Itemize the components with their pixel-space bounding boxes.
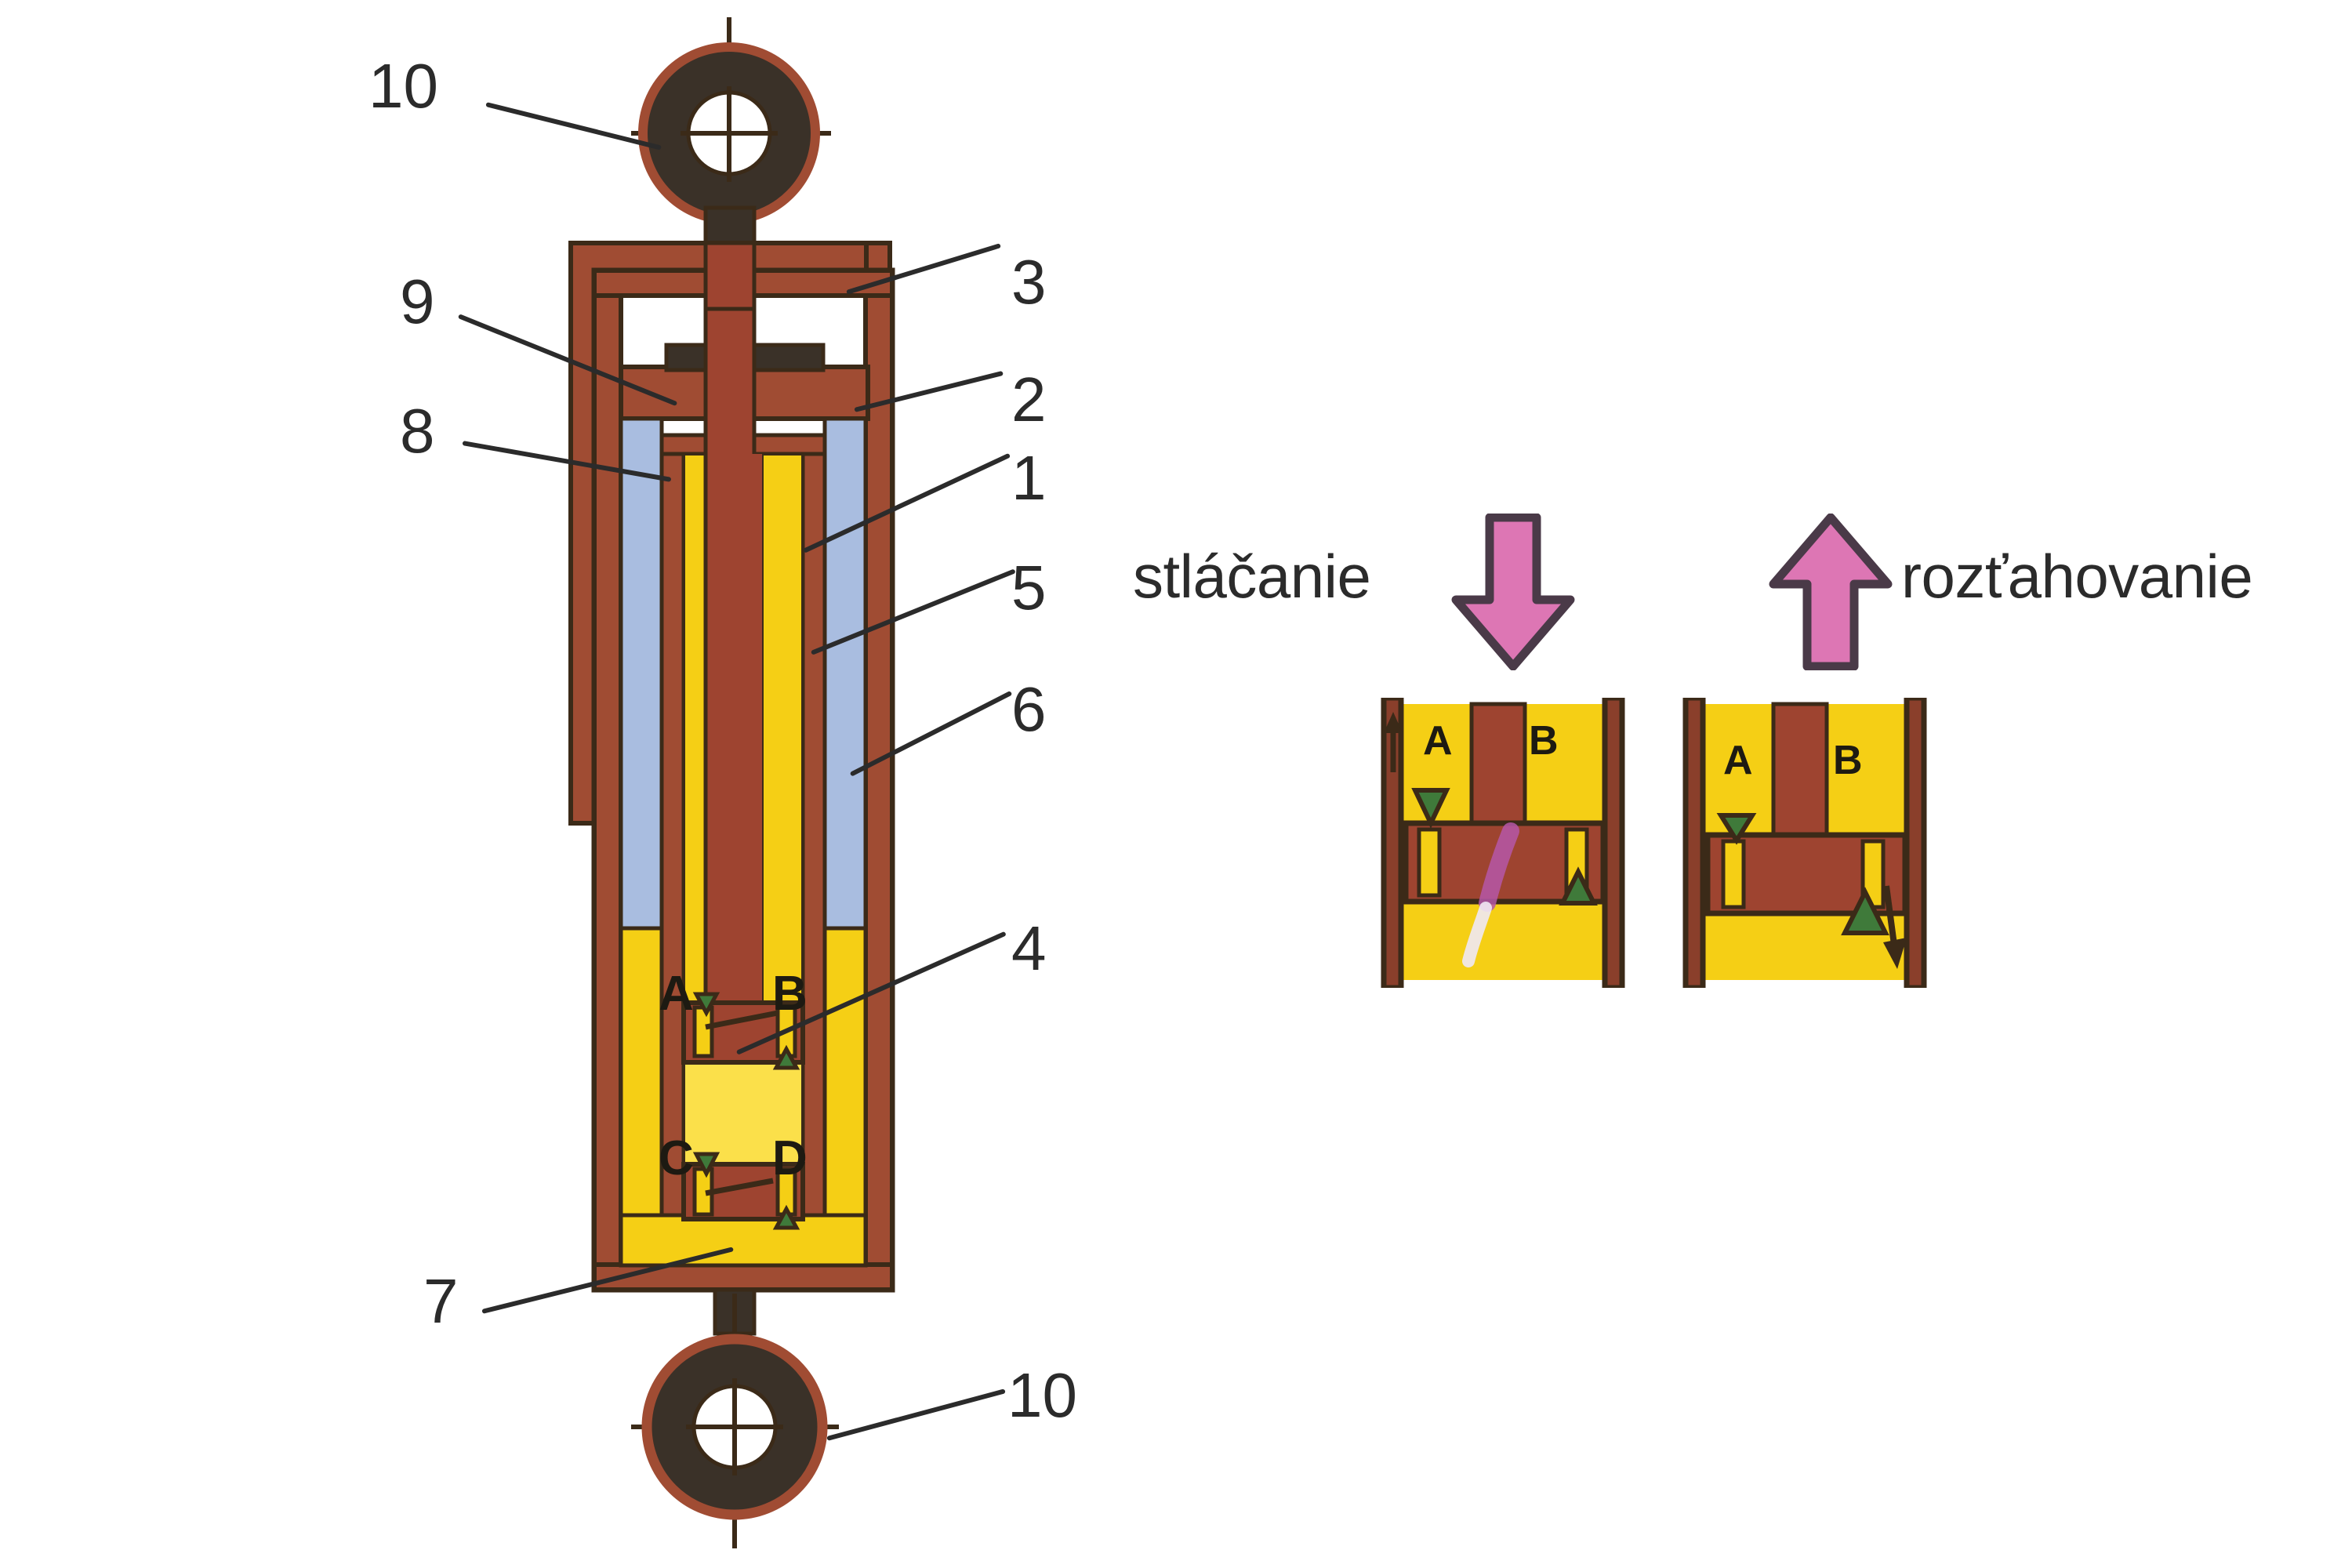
extension-arrow-up-icon <box>1769 514 1893 670</box>
base-valve-assembly <box>681 1152 805 1230</box>
callout-6: 6 <box>1011 674 1047 744</box>
chamber-letter-c: C <box>659 1131 694 1185</box>
callout-1: 1 <box>1011 443 1047 513</box>
extension-detail-panel <box>1682 698 1927 988</box>
callout-4: 4 <box>1011 913 1047 983</box>
compression-panel-letter-a: A <box>1423 718 1453 764</box>
bottom-mounting-eye <box>631 1287 839 1548</box>
callout-9: 9 <box>400 267 435 336</box>
callout-5: 5 <box>1011 553 1047 622</box>
callout-3: 3 <box>1011 247 1047 317</box>
callout-2: 2 <box>1011 365 1047 434</box>
callout-8: 8 <box>400 396 435 466</box>
compression-caption: stláčanie <box>1133 542 1371 611</box>
extension-panel-letter-a: A <box>1723 738 1753 783</box>
top-mounting-eye <box>631 17 831 265</box>
extension-panel-letter-b: B <box>1833 738 1863 783</box>
inner-cylinder-wall <box>659 433 827 1253</box>
chamber-letter-b: B <box>772 967 808 1021</box>
compression-arrow-down-icon <box>1451 514 1575 670</box>
callout-7: 7 <box>423 1266 459 1336</box>
piston-rod <box>703 241 762 1017</box>
callout-10-top: 10 <box>368 51 438 121</box>
extension-caption: rozťahovanie <box>1901 542 2253 611</box>
chamber-letter-d: D <box>772 1131 808 1185</box>
compression-panel-letter-b: B <box>1529 718 1559 764</box>
callout-10-bottom: 10 <box>1007 1360 1077 1430</box>
reservoir-annulus <box>619 416 868 931</box>
chamber-letter-a: A <box>659 967 694 1021</box>
shock-absorber-cross-section <box>568 17 895 1548</box>
compression-detail-panel <box>1381 698 1625 988</box>
